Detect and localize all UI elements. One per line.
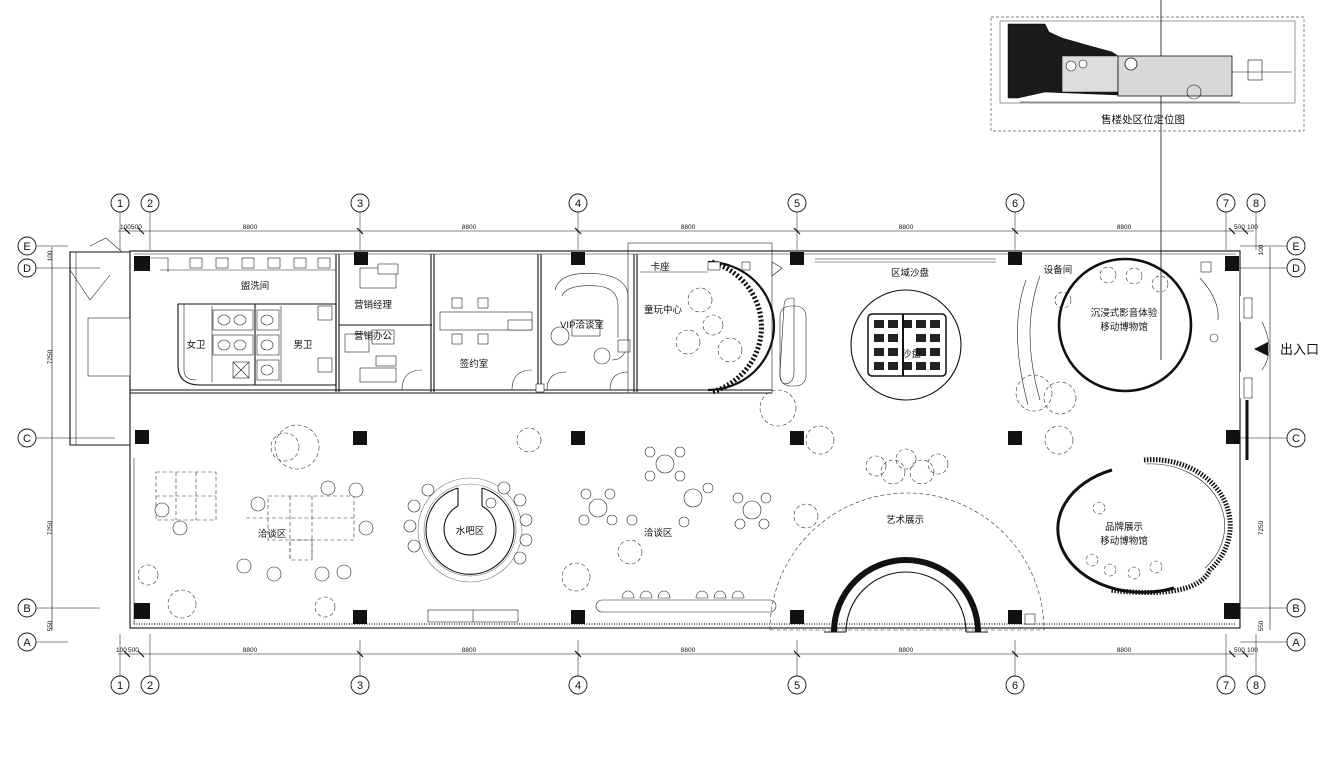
dim-500-top-r: 500 <box>1234 224 1245 231</box>
dimension-ticks <box>123 227 1249 658</box>
axis-bot-3: 3 <box>357 680 363 692</box>
water-bar <box>403 477 533 583</box>
axis-bot-8: 8 <box>1253 680 1259 692</box>
axis-bot-6: 6 <box>1012 680 1018 692</box>
dim-550-left: 550 <box>47 620 54 631</box>
dim-bay-b1: 8800 <box>243 647 258 654</box>
axis-left-D: D <box>23 263 31 275</box>
dim-100-right: 100 <box>1258 244 1265 255</box>
negotiation-area-mid <box>427 446 819 623</box>
axis-top-7: 7 <box>1223 198 1229 210</box>
dim-bay-5: 8800 <box>1117 224 1132 231</box>
label-sand-table: 区域沙盘 <box>891 267 930 279</box>
axis-bot-2: 2 <box>147 680 153 692</box>
axis-bot-7: 7 <box>1223 680 1229 692</box>
axis-top-4: 4 <box>575 198 581 210</box>
arrow-left-icon <box>1254 342 1268 356</box>
building-shell <box>69 237 1270 629</box>
dim-bay-4: 8800 <box>899 224 914 231</box>
label-female-wc: 女卫 <box>186 339 206 351</box>
dim-bay-b4: 8800 <box>899 647 914 654</box>
axis-bot-4: 4 <box>575 680 581 692</box>
dim-100-bot-r: 100 <box>1247 647 1258 654</box>
dim-bay-3: 8800 <box>681 224 696 231</box>
axis-top-3: 3 <box>357 198 363 210</box>
axis-top-8: 8 <box>1253 198 1259 210</box>
columns <box>134 252 1240 624</box>
dimension-lines <box>51 230 1271 655</box>
immersive-museum <box>1017 257 1219 415</box>
dim-7250-right: 7250 <box>1258 520 1265 535</box>
label-wash-room: 盥洗间 <box>241 280 270 292</box>
axis-left-E: E <box>23 241 30 253</box>
axis-labels: 1 2 3 4 5 6 7 8 1 2 3 4 5 6 7 8 E D C B … <box>23 198 1300 692</box>
axis-top-1: 1 <box>117 198 123 210</box>
key-plan-caption: 售楼处区位定位图 <box>1101 113 1185 126</box>
dim-100-bot: 100 <box>116 647 127 654</box>
label-booth: 卡座 <box>650 261 670 273</box>
axis-right-D: D <box>1292 263 1300 275</box>
axis-left-C: C <box>23 433 31 445</box>
label-signing-room: 签约室 <box>460 358 489 370</box>
sand-table-model-label: 沙盘 <box>902 348 922 360</box>
dim-7250-left-1: 7250 <box>47 349 54 364</box>
art-display <box>769 448 1045 633</box>
axis-right-C: C <box>1292 433 1300 445</box>
label-male-wc: 男卫 <box>293 340 313 351</box>
dim-100-top: 100 <box>120 224 131 231</box>
label-immersive-2: 移动博物馆 <box>1100 321 1148 333</box>
axis-top-2: 2 <box>147 198 153 210</box>
sand-table-zone: 沙盘 <box>759 258 996 427</box>
label-water-bar: 水吧区 <box>456 525 485 537</box>
dim-bay-b3: 8800 <box>681 647 696 654</box>
label-marketing-office: 营销办公 <box>354 330 393 342</box>
label-immersive-1: 沉浸式影音体验 <box>1091 307 1158 319</box>
label-vip-room: VIP洽谈室 <box>560 319 604 331</box>
dim-550-right: 550 <box>1258 620 1265 631</box>
dim-bay-b5: 8800 <box>1117 647 1132 654</box>
dim-bay-1: 8800 <box>243 224 258 231</box>
dim-100-left: 100 <box>47 250 54 261</box>
label-brand-display-2: 移动博物馆 <box>1100 535 1148 547</box>
dim-500-bot: 500 <box>128 647 139 654</box>
key-plan: 售楼处区位定位图 <box>990 0 1305 360</box>
axis-bot-1: 1 <box>117 680 123 692</box>
room-labels: 盥洗间 女卫 男卫 营销经理 营销办公 签约室 VIP洽谈室 卡座 童玩中心 区… <box>186 261 1319 547</box>
axis-top-6: 6 <box>1012 198 1018 210</box>
axis-right-B: B <box>1292 603 1299 615</box>
dim-7250-left-2: 7250 <box>47 520 54 535</box>
axis-top-5: 5 <box>794 198 800 210</box>
dim-500-bot-r: 500 <box>1234 647 1245 654</box>
axis-bubbles <box>17 193 1306 695</box>
axis-left-B: B <box>23 603 30 615</box>
axis-right-A: A <box>1292 637 1300 649</box>
negotiation-area-left <box>137 471 374 619</box>
label-equipment-room: 设备间 <box>1044 264 1073 276</box>
axis-left-A: A <box>23 637 31 649</box>
axis-right-E: E <box>1292 241 1299 253</box>
dim-bay-2: 8800 <box>462 224 477 231</box>
dim-500-top: 500 <box>131 224 142 231</box>
label-negotiation-mid: 洽谈区 <box>644 527 673 539</box>
dim-100-top-r: 100 <box>1247 224 1258 231</box>
north-rooms <box>130 242 783 395</box>
label-negotiation-left: 洽谈区 <box>258 528 287 540</box>
label-art-display: 艺术展示 <box>886 514 924 526</box>
label-brand-display-1: 品牌展示 <box>1105 521 1143 533</box>
column-ring-details <box>270 374 1074 470</box>
dim-bay-b2: 8800 <box>462 647 477 654</box>
brand-display <box>1056 457 1233 595</box>
label-kids-center: 童玩中心 <box>644 304 683 316</box>
axis-leaders <box>36 212 1288 676</box>
entrance-marker <box>1254 342 1268 356</box>
label-entrance: 出入口 <box>1280 342 1319 357</box>
axis-bot-5: 5 <box>794 680 800 692</box>
label-marketing-manager: 营销经理 <box>354 299 393 311</box>
dimension-texts: 100 500 8800 8800 8800 8800 8800 500 100… <box>47 224 1265 654</box>
